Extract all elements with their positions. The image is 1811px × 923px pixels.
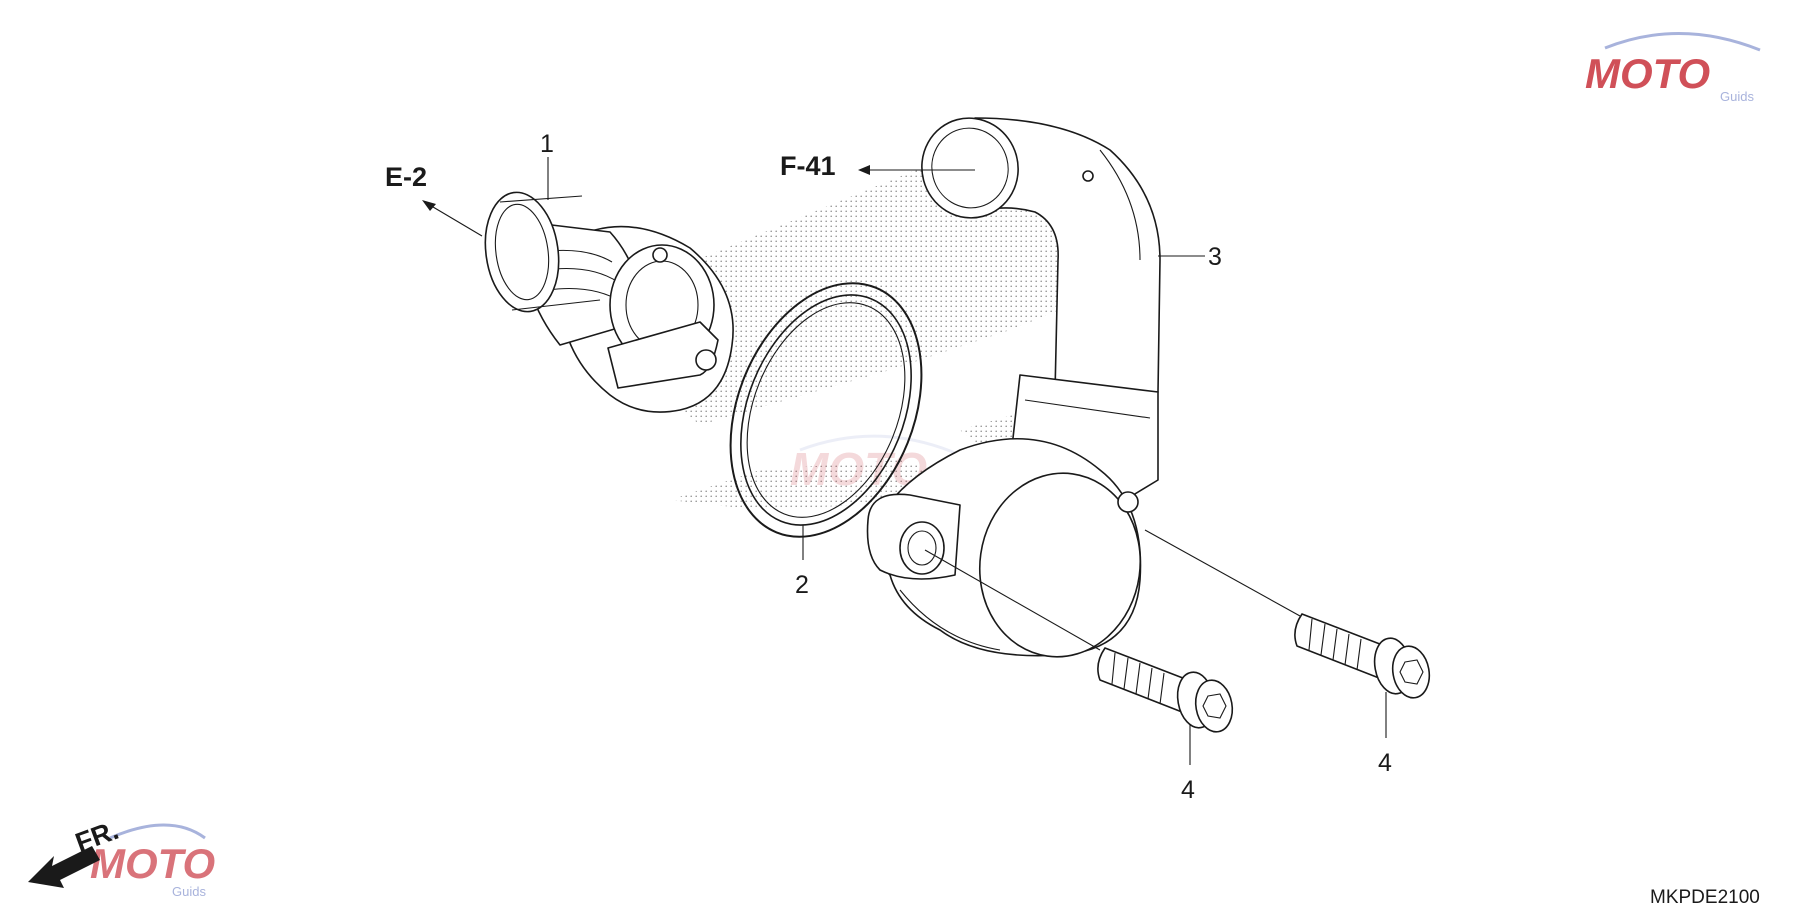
bolt-right-axis: [1144, 529, 1301, 617]
bolt-left-part: [1097, 647, 1234, 733]
e2-reference-arrow: [422, 200, 483, 237]
water-pipe-part: [866, 117, 1161, 658]
callout-2: 2: [795, 571, 809, 599]
callout-1: 1: [540, 130, 554, 158]
watermark-sub-top: Guids: [1720, 89, 1754, 104]
o-ring-part: [729, 282, 923, 538]
thermostat-part: [484, 191, 734, 413]
watermark-brand-top: MOTO: [1585, 50, 1710, 97]
diagram-code: MKPDE2100: [1650, 887, 1760, 908]
callout-4-left: 4: [1181, 776, 1195, 804]
watermark-logo-top: MOTO Guids: [1585, 32, 1761, 104]
callout-4-right: 4: [1378, 749, 1392, 777]
watermark-sub-bottom: Guids: [172, 884, 206, 899]
callout-3: 3: [1208, 243, 1222, 271]
bolt-left-axis: [924, 549, 1101, 651]
svg-text:MOTO: MOTO: [90, 840, 215, 887]
bolt-right-part: [1294, 613, 1431, 699]
watermark-logo-bottom: MOTO Guids: [90, 823, 215, 899]
f41-reference-arrow: [858, 165, 975, 175]
f41-reference-label: F-41: [780, 151, 836, 181]
e2-reference-label: E-2: [385, 162, 427, 192]
